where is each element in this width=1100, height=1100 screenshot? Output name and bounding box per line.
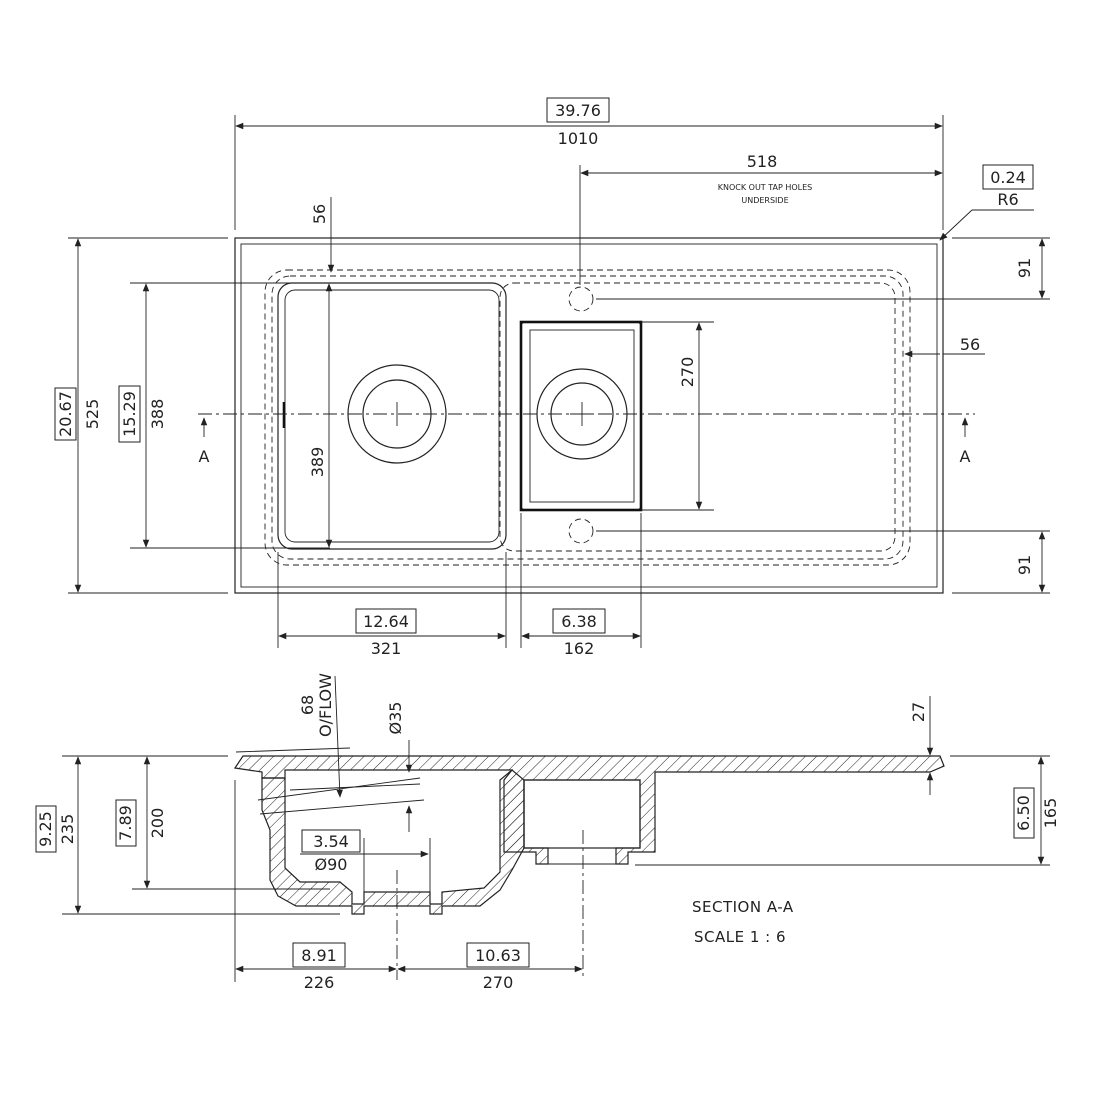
dim-box: [1013, 787, 1035, 839]
rim-side: 56: [960, 335, 980, 354]
waste-spacing-in: 10.63: [475, 946, 521, 965]
overall-depth-mm: 525: [83, 399, 102, 430]
overflow-line: [257, 777, 421, 801]
bowl-depth-in: 15.29: [120, 391, 139, 437]
dim-box: [35, 805, 57, 853]
waste-dia-mm: Ø90: [315, 855, 348, 874]
dim-box: [118, 385, 141, 443]
half-bowl-width-mm: 162: [564, 639, 595, 658]
main-bowl-length: 389: [308, 447, 327, 478]
main-bowl-wall: [261, 769, 525, 915]
half-bowl-height-mm: 165: [1041, 798, 1060, 829]
overflow-ref-line: [235, 747, 351, 753]
dim-box: [355, 608, 417, 634]
overall-width-mm: 1010: [558, 129, 599, 148]
half-bowl-length: 270: [678, 357, 697, 388]
half-bowl-inner: [529, 329, 635, 503]
waste-pos-in: 8.91: [301, 946, 337, 965]
dim-box: [982, 164, 1034, 190]
section-mark-right: A: [960, 447, 971, 466]
dim-box: [292, 942, 346, 968]
bowl-height-in: 7.89: [116, 805, 135, 841]
tap-note-line2: UNDERSIDE: [741, 196, 788, 205]
drainer-area: [499, 282, 896, 552]
half-bowl-width-in: 6.38: [561, 612, 597, 631]
sink-outline-inner: [240, 243, 938, 588]
dim-box: [54, 387, 77, 441]
overflow-line: [289, 783, 421, 791]
main-bowl-width-mm: 321: [371, 639, 402, 658]
waste-pos-mm: 226: [304, 973, 335, 992]
overflow-dim: 68: [298, 695, 317, 715]
main-bowl: [277, 282, 507, 550]
overall-height-in: 9.25: [36, 811, 55, 847]
overflow-line: [259, 799, 425, 815]
dim-box: [552, 608, 606, 634]
tap-hole-bottom: [568, 518, 594, 544]
half-bowl-section: [523, 779, 641, 849]
section-mark-left: A: [199, 447, 210, 466]
overflow-dia: Ø35: [386, 702, 405, 735]
corner-radius-in: 0.24: [990, 168, 1026, 187]
rim-recess-inner: [271, 275, 904, 560]
overflow-label: O/FLOW: [316, 673, 335, 737]
half-bowl: [520, 321, 642, 511]
overall-depth-in: 20.67: [56, 391, 75, 437]
tap-note-line1: KNOCK OUT TAP HOLES: [718, 183, 813, 192]
section-scale: SCALE 1 : 6: [694, 928, 786, 946]
waste-dia-in: 3.54: [313, 832, 349, 851]
bowl-depth-mm: 388: [148, 399, 167, 430]
main-bowl-inner: [284, 289, 500, 543]
section-title: SECTION A-A: [692, 898, 794, 916]
leader-line: [939, 209, 973, 241]
rim-top: 56: [310, 204, 329, 224]
top-view: 39.76 1010 518 KNOCK OUT TAP HOLES UNDER…: [54, 97, 1050, 658]
overall-width-in: 39.76: [555, 101, 601, 120]
waste-spacing-mm: 270: [483, 973, 514, 992]
dim-box: [466, 942, 530, 968]
bowl-height-mm: 200: [148, 808, 167, 839]
overall-height-mm: 235: [58, 814, 77, 845]
rim-recess: [264, 269, 911, 566]
section-view: 68 O/FLOW Ø35 27 9.25 235 7.89 200 6.50 …: [35, 673, 1060, 992]
tap-offset: 518: [747, 152, 778, 171]
half-bowl-rim: [519, 320, 643, 512]
dim-box: [546, 97, 610, 123]
corner-radius-mm: R6: [997, 190, 1018, 209]
tap-hole-offset-bottom: 91: [1015, 555, 1034, 575]
half-bowl-height-in: 6.50: [1014, 795, 1033, 831]
sink-outline: [234, 237, 944, 594]
tap-hole-offset-top: 91: [1015, 258, 1034, 278]
rim-thickness: 27: [909, 702, 928, 722]
overflow-leader: [334, 675, 343, 798]
main-bowl-width-in: 12.64: [363, 612, 409, 631]
dim-box: [301, 829, 361, 853]
tap-hole-top: [568, 286, 594, 312]
dim-box: [115, 799, 137, 847]
